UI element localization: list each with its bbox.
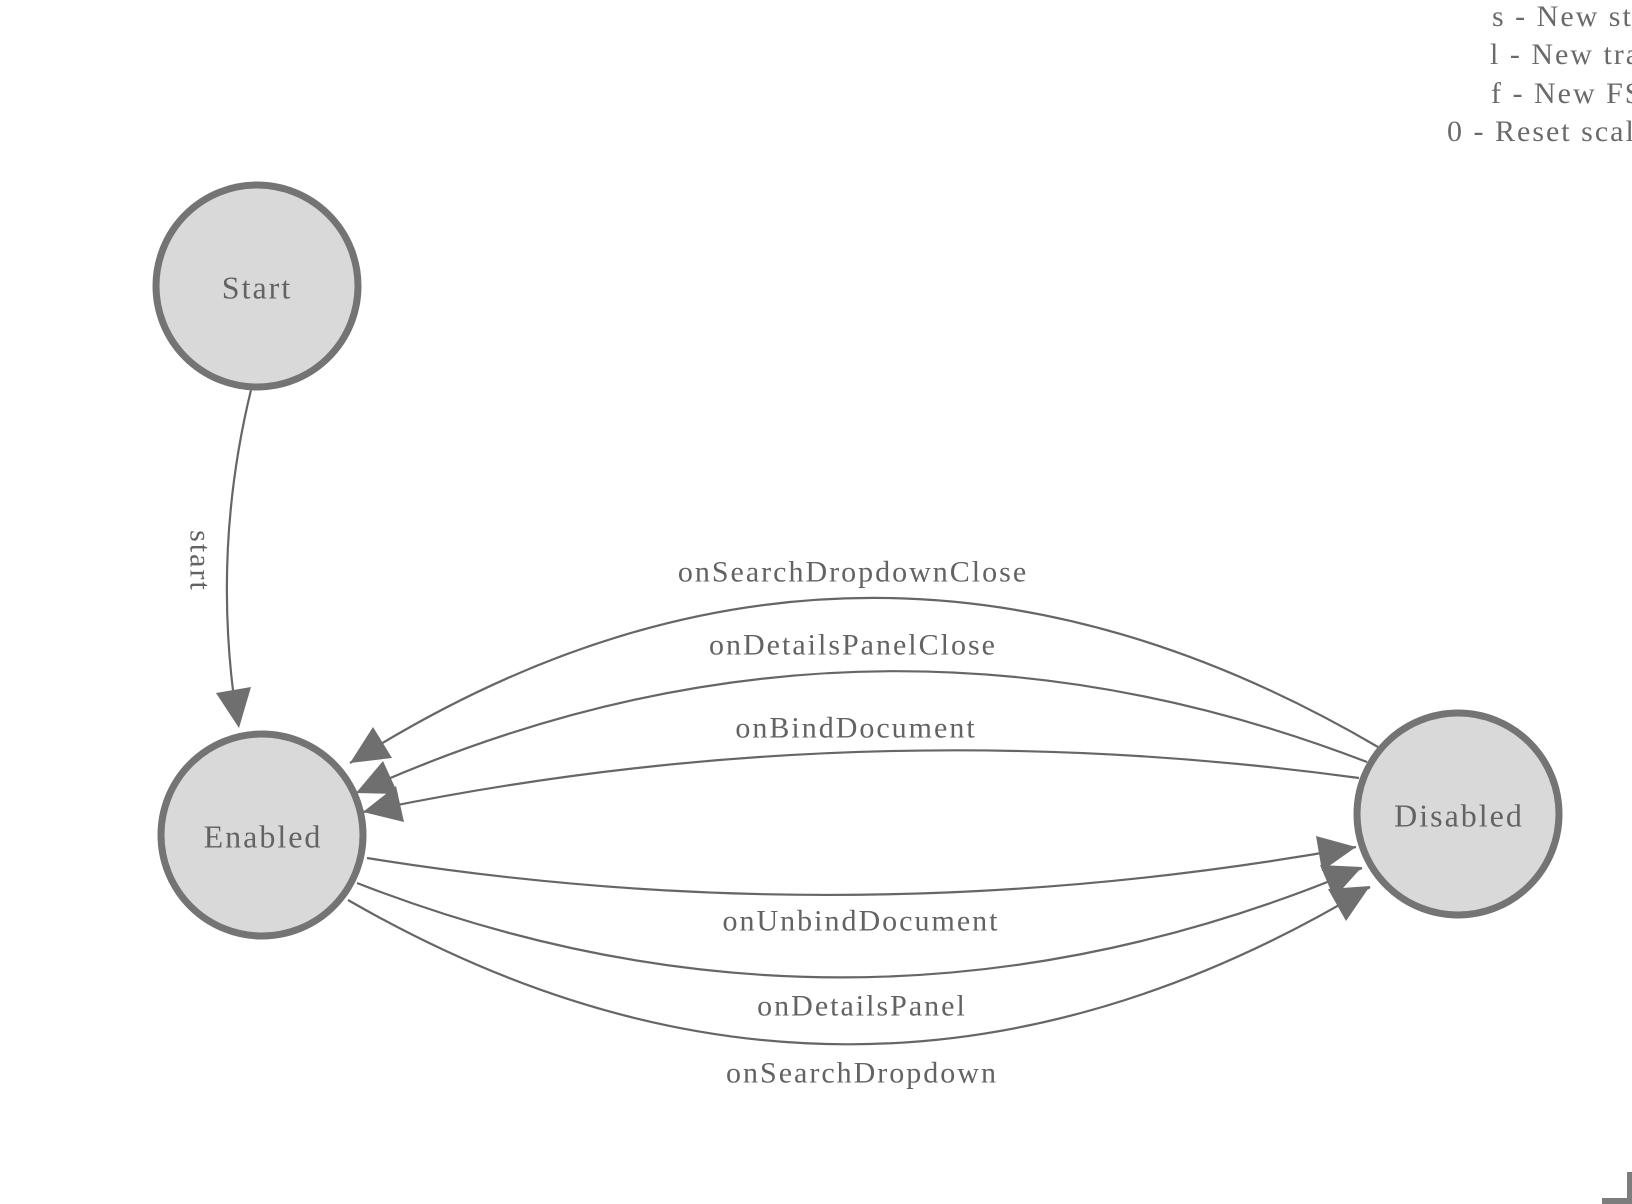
- arrowhead-start-into-enabled: [216, 687, 251, 728]
- shortcut-hint-new-fsm: f - New FSM: [1491, 77, 1632, 110]
- transition-label-onBindDocument: onBindDocument: [735, 711, 977, 745]
- canvas-corner-horizontal-bar: [1602, 1198, 1632, 1204]
- state-node-disabled[interactable]: [1353, 709, 1563, 919]
- edge-onSearchDropdownClose[interactable]: [349, 596, 1379, 764]
- edge-onSearchDropdown[interactable]: [347, 886, 1371, 1046]
- transition-label-onSearchDropdown: onSearchDropdown: [726, 1056, 998, 1090]
- state-node-start[interactable]: [152, 181, 362, 391]
- edge-onBindDocument[interactable]: [362, 749, 1360, 814]
- state-label-start: Start: [221, 269, 293, 306]
- arrowhead-onBindDocument-into-enabled: [363, 786, 404, 822]
- state-label-disabled: Disabled: [1394, 797, 1524, 834]
- transition-label-start: start: [183, 530, 217, 592]
- shortcut-hint-reset-scale: 0 - Reset scale: [1447, 115, 1632, 148]
- state-node-enabled[interactable]: [157, 730, 367, 940]
- canvas-corner-vertical-bar: [1627, 1172, 1632, 1204]
- arrowhead-onSearchDropdown-into-disabled: [1328, 886, 1370, 921]
- transition-label-onUnbindDocument: onUnbindDocument: [722, 904, 1000, 938]
- edge-onDetailsPanel[interactable]: [356, 866, 1363, 979]
- edge-onDetailsPanelClose[interactable]: [355, 670, 1368, 795]
- transition-label-onDetailsPanel: onDetailsPanel: [757, 989, 967, 1023]
- edge-start-to-enabled[interactable]: [225, 389, 253, 714]
- transition-label-onSearchDropdownClose: onSearchDropdownClose: [677, 555, 1029, 589]
- state-label-enabled: Enabled: [203, 818, 323, 855]
- transition-label-onDetailsPanelClose: onDetailsPanelClose: [709, 628, 997, 662]
- shortcut-hint-new-state: s - New state: [1492, 0, 1632, 33]
- arrowhead-onDetailsPanelClose-into-enabled: [356, 761, 398, 794]
- shortcut-hint-new-transition: l - New transition: [1490, 38, 1632, 71]
- edge-onUnbindDocument[interactable]: [366, 845, 1357, 897]
- arrowhead-onUnbindDocument-into-disabled: [1316, 836, 1356, 871]
- arrowhead-onSearchDropdownClose-into-enabled: [350, 727, 392, 763]
